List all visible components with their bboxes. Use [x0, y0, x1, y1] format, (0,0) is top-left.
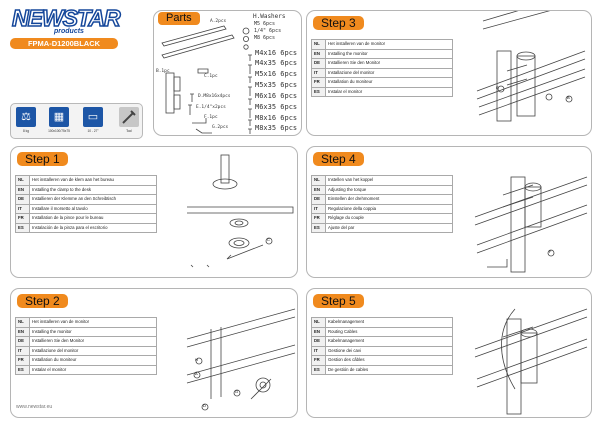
- step-5-title: Step 5: [313, 294, 364, 308]
- washer-m8-label: M8 6pcs: [254, 35, 276, 41]
- part-a-label: A.2pcs: [210, 19, 227, 24]
- part-h-label: H.Washers: [253, 13, 286, 20]
- callout-g: G: [235, 389, 239, 394]
- vesa-icon: ▦: [49, 107, 69, 127]
- spec-weight-text: 8 kg: [22, 129, 30, 133]
- callout-f: F: [549, 249, 552, 254]
- screw-m5x16-label: M5x16 6pcs: [255, 70, 298, 78]
- screw-m5x35-label: M5x35 6pcs: [255, 81, 298, 89]
- screw-m8x35-label: M8x35 6pcs: [255, 124, 298, 132]
- spec-vesa-text: 100x100/75x75: [48, 129, 70, 133]
- screw-m4x16-label: M4x16 6pcs: [255, 49, 298, 57]
- screw-m6x16-label: M6x16 6pcs: [255, 92, 298, 100]
- step-3-title: Step 3: [313, 16, 364, 30]
- part-b-label: B.1pc: [156, 69, 170, 74]
- callout-c: C: [267, 237, 270, 242]
- washer-quarter-label: 1/4" 6pcs: [254, 28, 282, 34]
- part-f-label: F.1pc: [204, 115, 218, 120]
- part-c-label: C.1pc: [204, 74, 218, 79]
- brand-logo-sub: products: [54, 28, 84, 35]
- screw-m6x35-label: M6x35 6pcs: [255, 103, 298, 111]
- callout-d: D: [203, 403, 206, 408]
- step-4-illustration: [474, 176, 588, 273]
- step-1-illustration: [187, 154, 294, 268]
- screw-m4x35-label: M4x35 6pcs: [255, 59, 298, 67]
- callout-b: B: [567, 95, 570, 100]
- step-2-title: Step 2: [17, 294, 68, 308]
- spec-tool-text: Tool: [126, 129, 132, 133]
- weight-icon: ⚖: [16, 107, 36, 127]
- part-g-label: G.2pcs: [212, 125, 229, 130]
- model-tag: FPMA-D1200BLACK: [10, 38, 118, 49]
- callout-a: A: [195, 371, 198, 376]
- screw-m8x16-label: M8x16 6pcs: [255, 114, 298, 122]
- parts-drawing: [161, 25, 252, 134]
- brand-logo: NEWSTAR: [11, 4, 121, 32]
- step-1-title: Step 1: [17, 152, 68, 166]
- spec-box: ⚖ 8 kg ▦ 100x100/75x75 ▭ 10 - 27" Tool: [10, 103, 143, 139]
- step-2-illustration: [186, 308, 296, 411]
- step-4-title: Step 4: [313, 152, 364, 166]
- spec-screen-text: 10 - 27": [87, 129, 99, 133]
- parts-panel: Parts: [153, 10, 302, 136]
- step-5-illustration: [474, 308, 588, 415]
- part-e-label: E.1/4"x2pcs: [196, 105, 226, 110]
- washer-m5-label: M5 6pcs: [254, 21, 276, 27]
- tools-icon: [119, 107, 139, 127]
- website-footer: www.newstar.eu: [16, 404, 53, 410]
- step-3-illustration: [476, 11, 586, 122]
- callout-e: E: [496, 85, 499, 90]
- part-d-label: D.M8x16x4pcs: [198, 94, 231, 99]
- parts-title: Parts: [158, 12, 200, 25]
- screen-size-icon: ▭: [83, 107, 103, 127]
- callout-h: H: [195, 357, 198, 362]
